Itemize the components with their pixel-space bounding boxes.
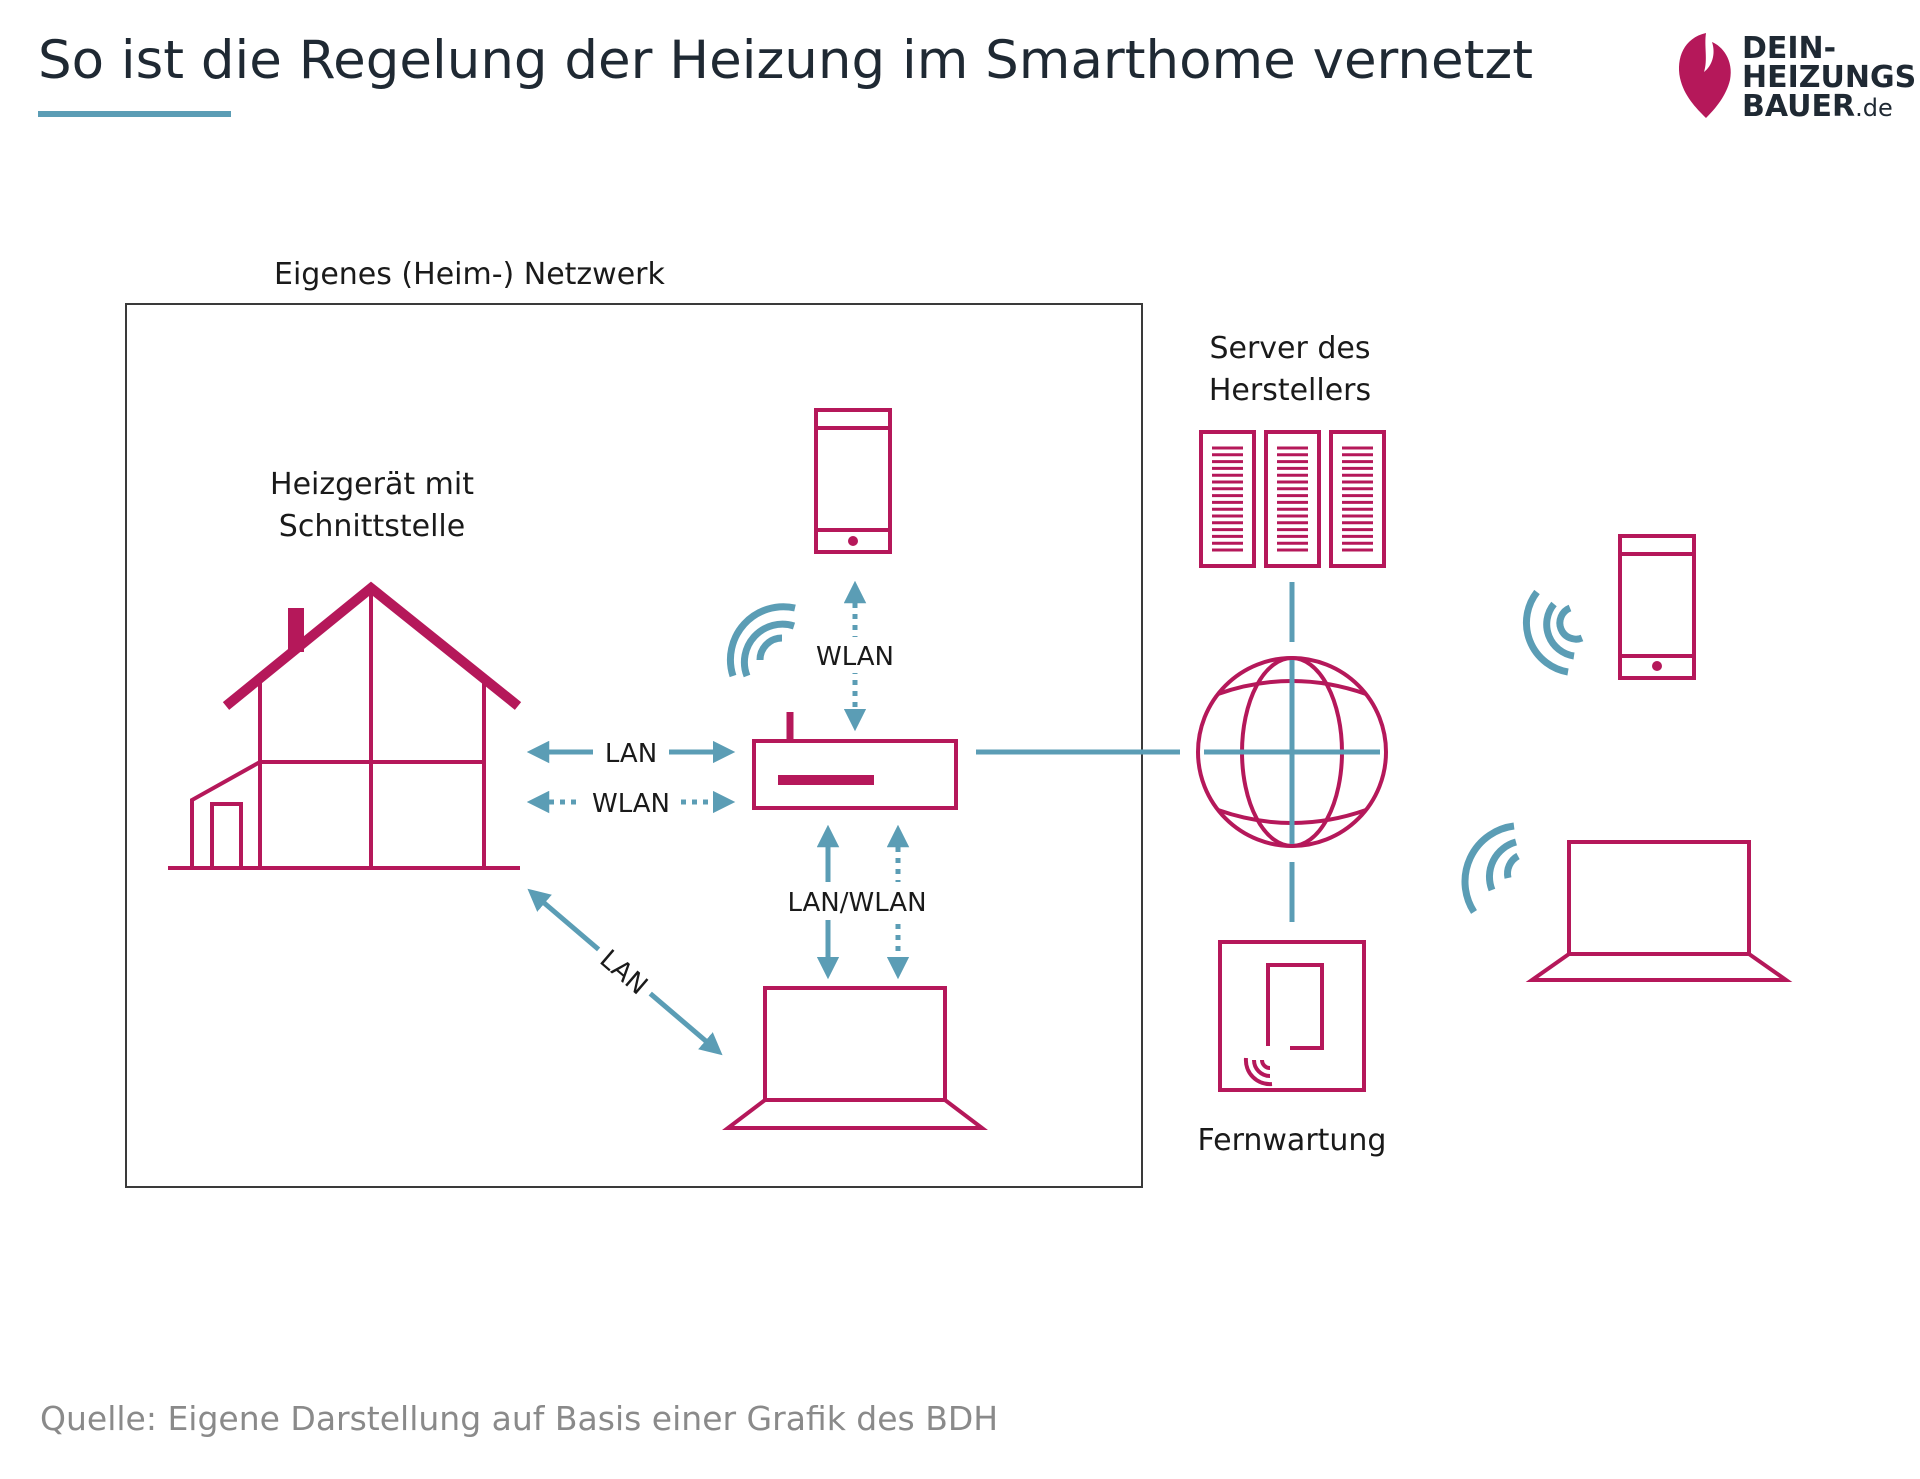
remote-maintenance-label: Fernwartung — [1198, 1123, 1387, 1158]
external-phone-icon — [1618, 534, 1696, 680]
router-icon — [752, 712, 958, 810]
svg-text:BAUER.de: BAUER.de — [1742, 89, 1893, 124]
logo-line1: DEIN- — [1742, 31, 1836, 66]
flame-logo-icon — [1679, 33, 1731, 118]
external-wifi-icon-phone — [1522, 589, 1584, 676]
router-wifi-icon — [726, 603, 796, 678]
globe-icon — [1196, 656, 1388, 848]
source-note: Quelle: Eigene Darstellung auf Basis ein… — [40, 1399, 998, 1438]
house-icon — [168, 581, 522, 870]
heater-label-line1: Heizgerät mit — [270, 467, 474, 502]
server-label-line1: Server des — [1209, 331, 1370, 366]
wlan-label-router-phone: WLAN — [816, 642, 894, 672]
lan-wlan-label-router-laptop: LAN/WLAN — [787, 888, 926, 918]
logo-line3: BAUER — [1742, 89, 1855, 124]
home-network-box — [125, 303, 1143, 1188]
heater-label-line2: Schnittstelle — [279, 509, 465, 544]
network-box-label: Eigenes (Heim-) Netzwerk — [274, 257, 666, 292]
lan-label-house-router: LAN — [605, 739, 657, 769]
brand-logo: DEIN- HEIZUNGS BAUER.de — [1679, 31, 1916, 124]
external-laptop-icon — [1525, 840, 1793, 982]
remote-maintenance-icon — [1218, 940, 1366, 1092]
external-wifi-icon-laptop — [1461, 822, 1520, 914]
logo-line2: HEIZUNGS — [1742, 60, 1916, 95]
phone-icon — [814, 408, 892, 554]
laptop-icon — [722, 986, 988, 1130]
logo-line3-suffix: .de — [1855, 94, 1893, 122]
server-label-line2: Herstellers — [1209, 373, 1371, 408]
server-rack-icon — [1199, 430, 1386, 568]
wlan-label-house-router: WLAN — [592, 789, 670, 819]
page-title: So ist die Regelung der Heizung im Smart… — [38, 30, 1533, 91]
